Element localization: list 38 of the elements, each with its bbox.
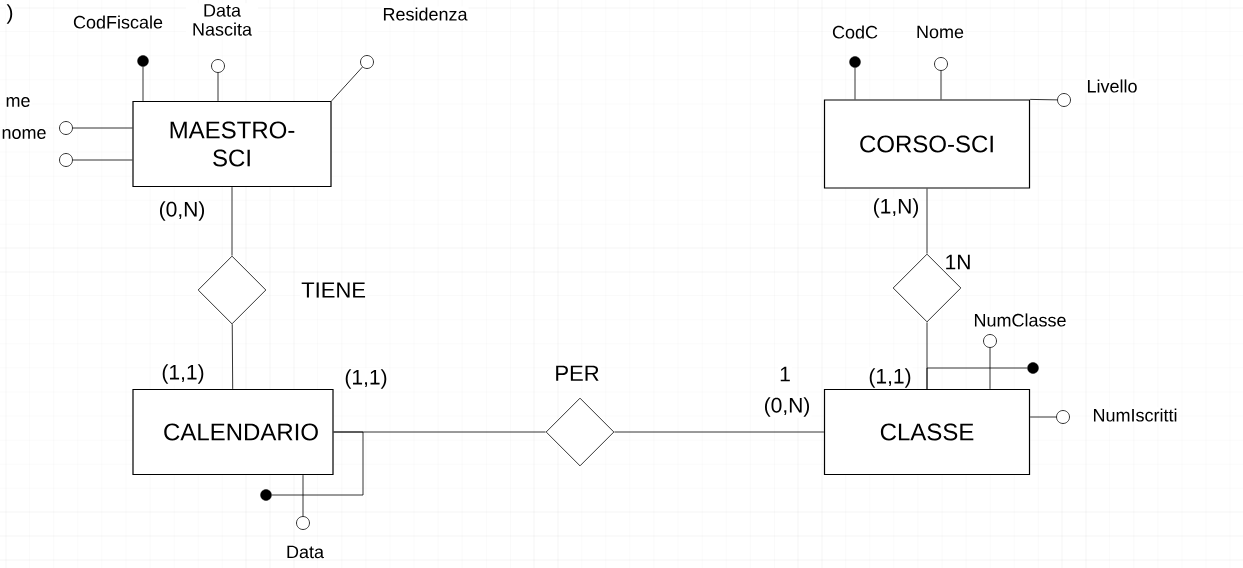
connector-line xyxy=(331,66,363,102)
connector-line xyxy=(142,66,144,102)
connector-line xyxy=(614,431,825,433)
connector-line xyxy=(940,70,942,100)
connector-line xyxy=(1029,416,1057,418)
attribute-name: Livello xyxy=(1085,78,1139,94)
attribute-name: NumIscritti xyxy=(1091,407,1179,423)
connector-line xyxy=(271,431,364,496)
attribute-name: NumClasse xyxy=(972,312,1068,328)
cardinality-label: (1,1) xyxy=(867,367,913,389)
connector-line xyxy=(926,367,1028,391)
attribute-name: Residenza xyxy=(381,6,469,22)
connector-line xyxy=(302,474,304,517)
connector-line xyxy=(854,67,856,100)
connector-line xyxy=(231,186,233,256)
attribute-name: CodC xyxy=(831,24,879,40)
attribute-name: CodFiscale xyxy=(72,14,164,30)
cardinality-label: (0,N) xyxy=(157,200,207,222)
connector-line xyxy=(217,72,219,102)
entity-box: CALENDARIO xyxy=(132,388,334,476)
connector-line xyxy=(926,188,928,254)
cardinality-label: (1,1) xyxy=(343,368,389,390)
connector-line xyxy=(231,323,234,390)
connector-line xyxy=(1029,99,1058,101)
entity-box: MAESTRO-SCI xyxy=(132,100,332,188)
attribute-name: nome xyxy=(0,128,48,140)
connector-line xyxy=(989,347,991,390)
cardinality-label: (1,1) xyxy=(160,363,206,385)
cardinality-label: (0,N) xyxy=(762,396,812,418)
attribute-name: Data Nascita xyxy=(186,3,258,37)
connector-line xyxy=(72,159,133,161)
entity-box: CORSO-SCI xyxy=(823,99,1031,189)
relationship-label: TIENE xyxy=(300,281,367,299)
connector-line xyxy=(72,127,133,129)
attribute-name: me xyxy=(4,96,32,108)
cardinality-label: (1,N) xyxy=(871,197,921,219)
cardinality-label: ) xyxy=(5,3,15,25)
entity-box: CLASSE xyxy=(823,388,1031,476)
